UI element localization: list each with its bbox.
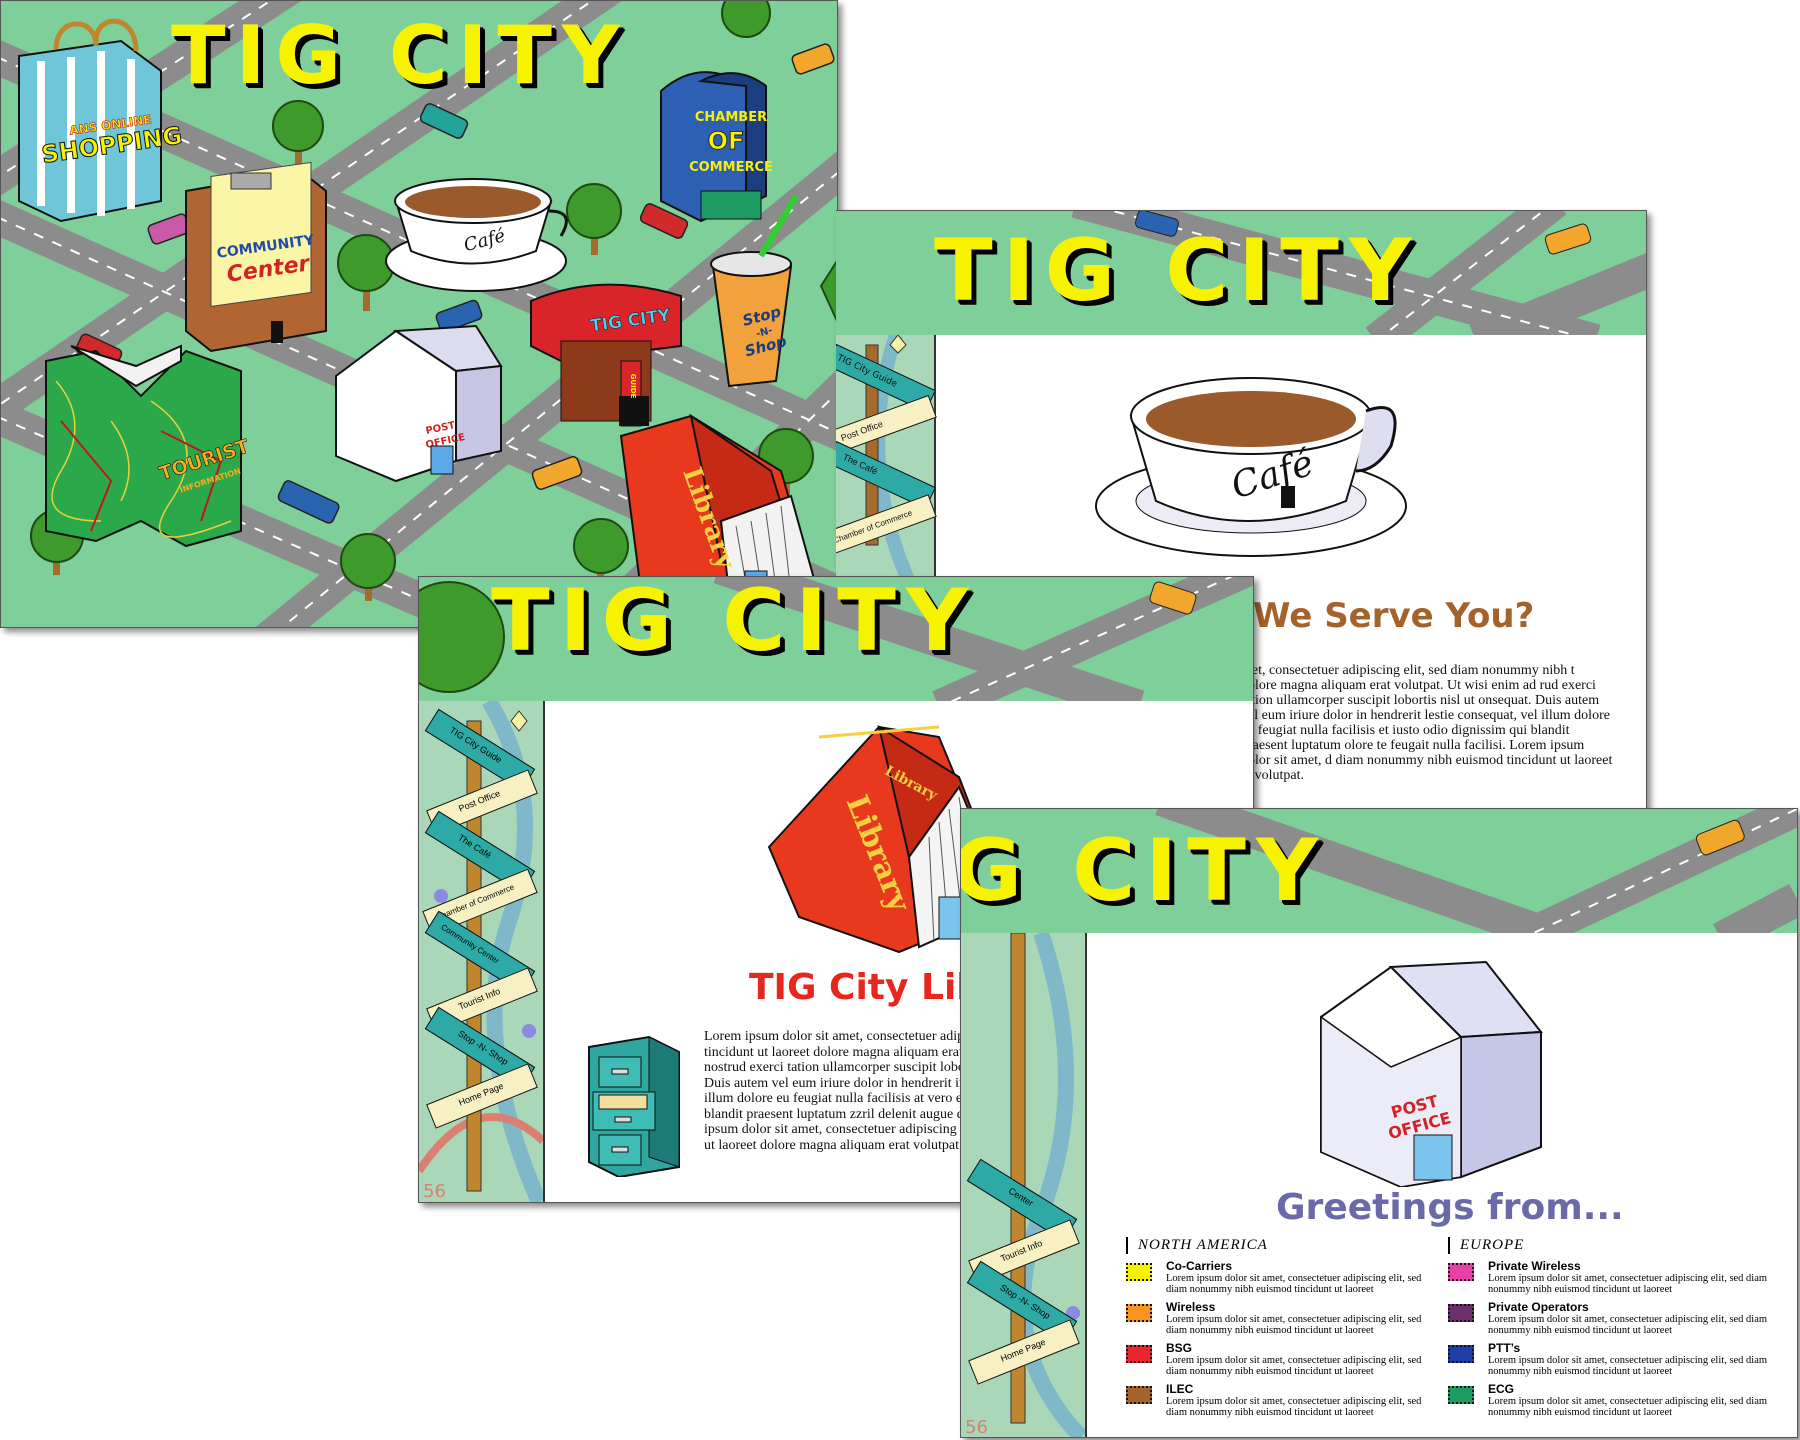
cafe-page-panel: TIG CITY TIG City Guide Post Office The … (836, 210, 1647, 812)
svg-text:GUIDE: GUIDE (629, 374, 637, 399)
legend-desc: Lorem ipsum dolor sit amet, consectetuer… (1166, 1314, 1422, 1336)
car-icon (75, 43, 835, 524)
tig-city-title: TIG CITY (961, 821, 1329, 921)
svg-text:COMMERCE: COMMERCE (689, 160, 773, 175)
color-swatch (1448, 1386, 1474, 1404)
legend-label: Co-Carriers (1166, 1259, 1233, 1273)
post-office-page-panel: TIG CITY 56 Center Tourist Info Stop -N-… (960, 808, 1798, 1438)
color-swatch (1126, 1304, 1152, 1322)
legend-label: Wireless (1166, 1300, 1216, 1314)
legend-label: ILEC (1166, 1382, 1194, 1396)
svg-text:56: 56 (965, 1417, 988, 1437)
cafe-cup-building: Café (385, 178, 568, 292)
chamber-of-commerce-building: CHAMBER OF COMMERCE (660, 71, 773, 223)
city-map-panel: ANS ONLINE SHOPPING COMMUNITY Center CHA… (0, 0, 838, 628)
greetings-heading: Greetings from... (1276, 1187, 1624, 1228)
legend-desc: Lorem ipsum dolor sit amet, consectetuer… (1488, 1314, 1768, 1336)
color-swatch (1448, 1263, 1474, 1281)
header-map (961, 809, 1797, 933)
legend-desc: Lorem ipsum dolor sit amet, consectetuer… (1488, 1355, 1768, 1377)
color-swatch (1448, 1345, 1474, 1363)
legend-desc: Lorem ipsum dolor sit amet, consectetuer… (1166, 1273, 1422, 1295)
color-swatch (1126, 1386, 1152, 1404)
legend-title: EUROPE (1448, 1237, 1768, 1254)
coffee-cup-illustration: Café (1095, 377, 1407, 557)
legend-desc: Lorem ipsum dolor sit amet, consectetuer… (1488, 1273, 1768, 1295)
tig-city-title: TIG CITY (491, 576, 979, 671)
svg-text:-N-: -N- (755, 325, 774, 340)
legend-desc: Lorem ipsum dolor sit amet, consectetuer… (1488, 1396, 1768, 1418)
legend-desc: Lorem ipsum dolor sit amet, consectetuer… (1166, 1355, 1422, 1377)
tig-city-guide-building: TIG CITY GUIDE (530, 283, 682, 427)
file-cabinet-icon (588, 1035, 680, 1177)
header-map (836, 211, 1646, 335)
svg-text:OF: OF (708, 127, 745, 155)
legend-title: NORTH AMERICA (1126, 1237, 1436, 1254)
tig-city-title: TIG CITY (934, 221, 1422, 321)
tig-city-title: TIG CITY (171, 9, 630, 102)
tourist-information-building: TOURIST INFORMATION (45, 344, 252, 548)
legend-desc: Lorem ipsum dolor sit amet, consectetuer… (1166, 1396, 1422, 1418)
svg-text:CHAMBER: CHAMBER (695, 110, 767, 125)
color-swatch (1448, 1304, 1474, 1322)
svg-text:56: 56 (423, 1181, 446, 1202)
color-swatch (1126, 1345, 1152, 1363)
color-swatch (1126, 1263, 1152, 1281)
online-shopping-building: ANS ONLINE SHOPPING (18, 18, 184, 223)
post-office-illustration: POST OFFICE (1320, 960, 1543, 1187)
legend-label: PTT’s (1488, 1341, 1521, 1355)
legend-label: Private Wireless (1488, 1259, 1581, 1273)
header-map (419, 577, 1253, 701)
library-building: Library (619, 413, 818, 613)
post-office-building: POST OFFICE (335, 324, 503, 483)
city-map: ANS ONLINE SHOPPING COMMUNITY Center CHA… (1, 1, 837, 627)
legend-label: Private Operators (1488, 1300, 1589, 1314)
cafe-heading: We Serve You? (1253, 596, 1535, 636)
legend-label: ECG (1488, 1382, 1515, 1396)
cafe-body-text: met, consectetuer adipiscing elit, sed d… (1241, 663, 1613, 783)
community-center-building: COMMUNITY Center (185, 161, 327, 353)
legend-label: BSG (1166, 1341, 1193, 1355)
